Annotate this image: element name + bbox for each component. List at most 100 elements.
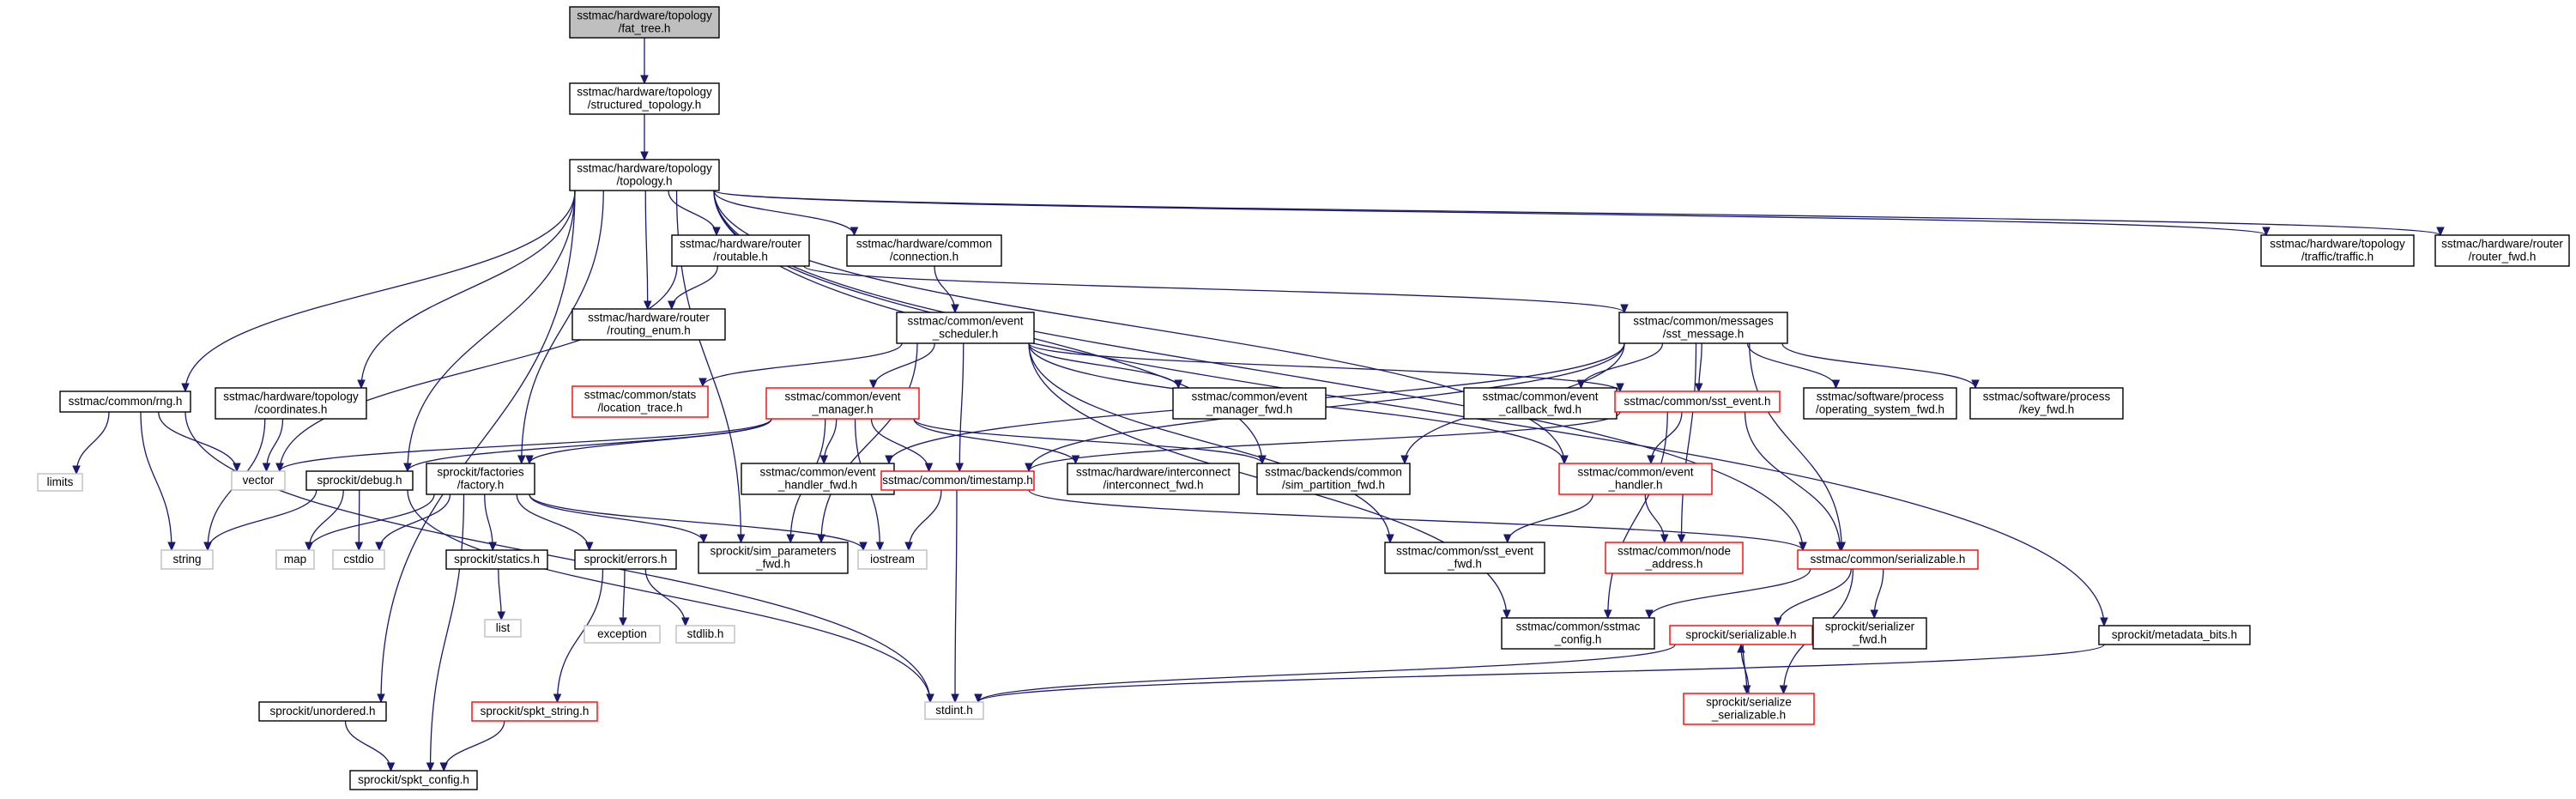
graph-node-structured-topology[interactable]: sstmac/hardware/topology/structured_topo…	[569, 82, 720, 115]
edge-debug-to-map	[305, 489, 344, 552]
graph-node-serialize-serializable[interactable]: sprockit/serialize_serializable.h	[1683, 693, 1815, 725]
graph-node-vector[interactable]: vector	[231, 470, 286, 491]
graph-node-cstdio[interactable]: cstdio	[332, 549, 385, 570]
edge-topology-to-unordered	[377, 190, 576, 704]
node-box	[160, 549, 214, 570]
nodes-layer: sstmac/hardware/topology/fat_tree.hsstma…	[37, 6, 2570, 790]
graph-node-key-fwd[interactable]: sstmac/software/process/key_fwd.h	[1969, 387, 2124, 420]
graph-node-spkt-string[interactable]: sprockit/spkt_string.h	[471, 701, 598, 722]
node-box	[332, 549, 385, 570]
node-box	[349, 770, 478, 790]
node-label: sstmac/common/stats	[584, 389, 697, 402]
graph-node-serializer-fwd[interactable]: sprockit/serializer_fwd.h	[1812, 617, 1927, 650]
graph-node-node-address[interactable]: sstmac/common/node_address.h	[1605, 542, 1744, 574]
graph-node-routing-enum[interactable]: sstmac/hardware/router/routing_enum.h	[571, 308, 726, 341]
node-label: sprockit/spkt_string.h	[481, 705, 590, 717]
node-label: /sst_message.h	[1663, 328, 1745, 341]
graph-node-unordered[interactable]: sprockit/unordered.h	[258, 701, 387, 722]
node-box	[671, 234, 810, 267]
node-label: sprockit/spkt_config.h	[358, 773, 469, 786]
graph-node-router-fwd[interactable]: sstmac/hardware/router/router_fwd.h	[2434, 234, 2570, 267]
edge-factory-to-errors	[516, 493, 594, 552]
graph-node-connection[interactable]: sstmac/hardware/common/connection.h	[846, 234, 1002, 267]
graph-node-operating-system-fwd[interactable]: sstmac/software/process/operating_system…	[1803, 387, 1957, 420]
edge-topology-to-connection	[713, 190, 859, 237]
graph-node-sstmac-config[interactable]: sstmac/common/sstmac_config.h	[1501, 617, 1655, 650]
node-label: sprockit/factories	[437, 466, 524, 479]
graph-node-event-manager[interactable]: sstmac/common/event_manager.h	[765, 387, 920, 420]
node-box	[1463, 387, 1618, 420]
node-box	[846, 234, 1002, 267]
edge-event-scheduler-to-event-manager-fwd	[1028, 342, 1183, 390]
edge-routable-to-sst-message	[803, 265, 1629, 314]
graph-node-timestamp[interactable]: sstmac/common/timestamp.h	[880, 470, 1035, 491]
graph-node-stdlib[interactable]: stdlib.h	[675, 625, 735, 644]
node-label: _serializable.h	[1711, 709, 1786, 722]
edge-factory-to-sim-parameters-fwd	[529, 493, 708, 544]
graph-node-spkt-config[interactable]: sprockit/spkt_config.h	[349, 770, 478, 790]
node-label: /interconnect_fwd.h	[1103, 479, 1203, 492]
edge-event-manager-to-factory	[525, 418, 772, 465]
graph-node-event-handler[interactable]: sstmac/common/event_handler.h	[1558, 463, 1713, 495]
node-box	[258, 701, 387, 722]
graph-node-serializable-common[interactable]: sstmac/common/serializable.h	[1797, 549, 1979, 570]
edge-serializable-common-to-sstmac-config	[1645, 568, 1811, 620]
node-label: /routable.h	[713, 251, 768, 263]
node-label: sstmac/common/event	[1482, 390, 1598, 403]
graph-node-sprockit-serializable[interactable]: sprockit/serializable.h	[1669, 625, 1813, 645]
graph-node-interconnect-fwd[interactable]: sstmac/hardware/interconnect/interconnec…	[1067, 463, 1240, 495]
graph-node-exception[interactable]: exception	[584, 625, 661, 644]
node-box	[857, 549, 928, 570]
node-box	[675, 625, 735, 644]
node-label: sstmac/hardware/common	[856, 238, 992, 251]
graph-node-fat-tree[interactable]: sstmac/hardware/topology/fat_tree.h	[569, 6, 720, 39]
edge-serializable-common-to-serializer-fwd	[1870, 568, 1884, 620]
graph-node-sim-parameters-fwd[interactable]: sprockit/sim_parameters_fwd.h	[698, 542, 849, 574]
graph-node-event-manager-fwd[interactable]: sstmac/common/event_manager_fwd.h	[1172, 387, 1327, 420]
graph-node-list[interactable]: list	[484, 619, 522, 638]
node-label: /connection.h	[890, 251, 958, 263]
graph-node-debug[interactable]: sprockit/debug.h	[305, 470, 414, 491]
edge-debug-to-string	[203, 489, 317, 552]
node-box	[584, 625, 661, 644]
graph-node-event-callback-fwd[interactable]: sstmac/common/event_callback_fwd.h	[1463, 387, 1618, 420]
edge-timestamp-to-stdint	[951, 489, 959, 704]
graph-node-event-handler-fwd[interactable]: sstmac/common/event_handler_fwd.h	[741, 463, 895, 495]
node-box	[1614, 390, 1781, 413]
graph-node-limits[interactable]: limits	[37, 473, 83, 492]
node-label: _fwd.h	[755, 558, 790, 571]
graph-node-factory[interactable]: sprockit/factories/factory.h	[426, 463, 535, 495]
graph-node-coordinates[interactable]: sstmac/hardware/topology/coordinates.h	[215, 387, 367, 420]
edge-event-scheduler-to-event-manager	[868, 342, 935, 390]
graph-node-sst-message[interactable]: sstmac/common/messages/sst_message.h	[1618, 312, 1788, 344]
node-label: sstmac/common/rng.h	[69, 395, 183, 408]
node-box	[741, 463, 895, 495]
graph-node-rng[interactable]: sstmac/common/rng.h	[59, 390, 191, 413]
node-box	[2098, 625, 2251, 645]
edge-errors-to-spkt-string	[553, 568, 604, 704]
node-box	[1558, 463, 1713, 495]
node-label: string	[172, 553, 201, 566]
graph-node-statics[interactable]: sprockit/statics.h	[445, 549, 548, 570]
node-box	[698, 542, 849, 574]
graph-node-metadata-bits[interactable]: sprockit/metadata_bits.h	[2098, 625, 2251, 645]
graph-node-event-scheduler[interactable]: sstmac/common/event_scheduler.h	[896, 312, 1035, 344]
graph-node-sst-event[interactable]: sstmac/common/sst_event.h	[1614, 390, 1781, 413]
node-label: sstmac/software/process	[1817, 390, 1944, 403]
graph-node-string[interactable]: string	[160, 549, 214, 570]
graph-node-map[interactable]: map	[275, 549, 315, 570]
graph-node-sim-partition-fwd[interactable]: sstmac/backends/common/sim_partition_fwd…	[1256, 463, 1411, 495]
graph-node-errors[interactable]: sprockit/errors.h	[574, 549, 677, 570]
graph-node-sst-event-fwd[interactable]: sstmac/common/sst_event_fwd.h	[1384, 542, 1545, 574]
graph-node-stdint[interactable]: stdint.h	[924, 701, 984, 720]
graph-node-topology[interactable]: sstmac/hardware/topology/topology.h	[569, 159, 720, 191]
node-box	[924, 701, 984, 720]
graph-node-routable[interactable]: sstmac/hardware/router/routable.h	[671, 234, 810, 267]
graph-node-iostream[interactable]: iostream	[857, 549, 928, 570]
edge-topology-to-routing-enum	[643, 190, 652, 311]
graph-node-traffic[interactable]: sstmac/hardware/topology/traffic/traffic…	[2260, 234, 2415, 267]
node-box	[1256, 463, 1411, 495]
edge-event-scheduler-to-location-trace	[698, 342, 903, 388]
graph-node-location-trace[interactable]: sstmac/common/stats/location_trace.h	[571, 385, 709, 418]
